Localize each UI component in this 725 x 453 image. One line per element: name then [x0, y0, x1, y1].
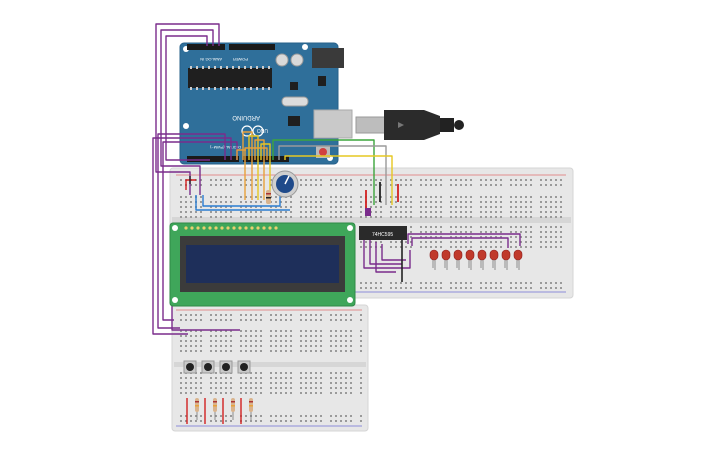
led[interactable]	[501, 249, 511, 270]
arduino-analog-label: ANALOG IN	[200, 57, 222, 62]
lcd-pins	[184, 226, 278, 230]
shift-register-ic[interactable]: 74HC595	[359, 226, 407, 240]
pushbutton[interactable]	[219, 360, 233, 374]
usb-cable[interactable]	[355, 110, 464, 140]
lcd-screen	[186, 245, 339, 283]
lcd-display[interactable]	[169, 222, 356, 307]
pulldown-resistors	[186, 398, 253, 424]
led-array[interactable]	[429, 249, 523, 270]
led[interactable]	[465, 249, 475, 270]
wires[interactable]	[152, 23, 521, 335]
reset-button-cap[interactable]	[319, 148, 327, 156]
led[interactable]	[513, 249, 523, 270]
pushbutton[interactable]	[201, 360, 215, 374]
resistor	[266, 190, 271, 204]
power-jack	[312, 48, 344, 68]
pushbutton-row[interactable]	[183, 360, 251, 374]
ic-label: 74HC595	[372, 232, 393, 238]
usb-port	[313, 109, 353, 139]
led[interactable]	[453, 249, 463, 270]
bottom-breadboard[interactable]	[171, 304, 369, 432]
arduino-power-label: POWER	[233, 57, 248, 62]
arduino-brand-label: ARDUINO	[232, 114, 260, 120]
led[interactable]	[441, 249, 451, 270]
led[interactable]	[429, 249, 439, 270]
pushbutton[interactable]	[183, 360, 197, 374]
led[interactable]	[477, 249, 487, 270]
led[interactable]	[489, 249, 499, 270]
chip-pins	[190, 66, 270, 90]
potentiometer[interactable]	[271, 170, 299, 198]
capacitor	[365, 208, 371, 216]
pushbutton[interactable]	[237, 360, 251, 374]
